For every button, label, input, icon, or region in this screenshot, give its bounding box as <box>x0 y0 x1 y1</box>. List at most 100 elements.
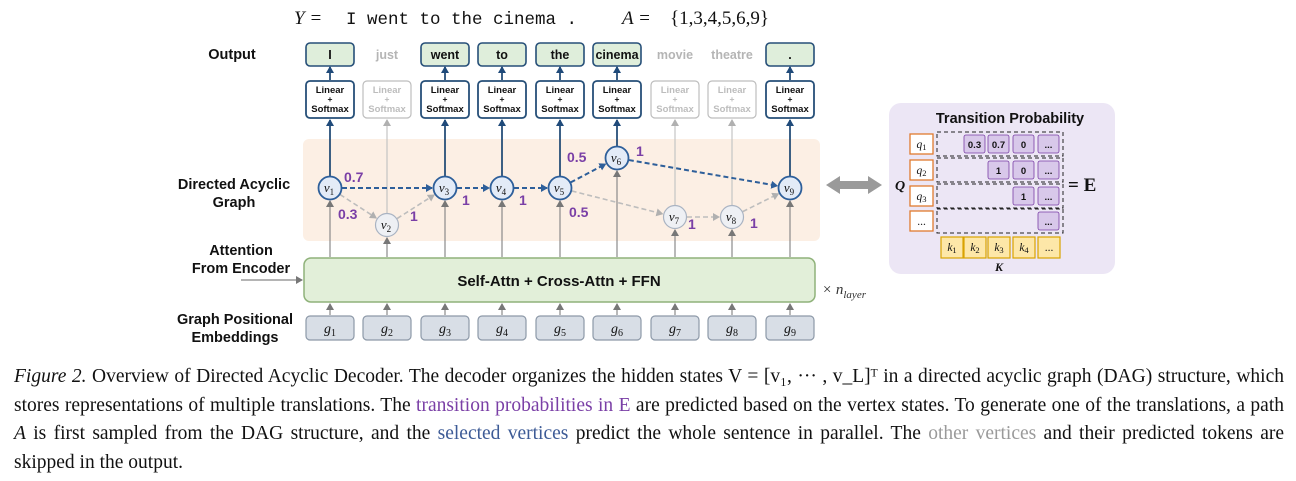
positional-embedding-box <box>362 315 412 341</box>
vertex-circle <box>604 145 630 171</box>
matrix-value: 1 <box>996 166 1002 177</box>
vertex-circle <box>547 175 573 201</box>
caption-gray-text: other vertices <box>928 423 1037 445</box>
vertex-circle <box>662 204 688 230</box>
matrix-cell <box>1012 134 1035 154</box>
vertex-v9: v9 <box>777 175 803 201</box>
query-symbol: q <box>917 139 923 151</box>
query-cell <box>909 185 934 207</box>
query-label: q1 <box>917 139 927 152</box>
figure-caption: Figure 2. Overview of Directed Acyclic D… <box>14 363 1284 477</box>
key-cell <box>987 236 1011 259</box>
vertex-symbol: v <box>554 180 560 195</box>
positional-embedding-symbol: g <box>669 322 676 337</box>
softmax-line1: Linear <box>488 85 517 96</box>
softmax-box <box>305 80 355 119</box>
matrix-cell <box>1037 211 1060 231</box>
positional-embedding-subscript: 7 <box>676 328 681 339</box>
positional-embedding-box <box>592 315 642 341</box>
vertex-circle <box>719 204 745 230</box>
equals-e: = E <box>1068 175 1096 196</box>
softmax-box <box>420 80 470 119</box>
dag-label-line1: Directed Acyclic <box>178 177 290 193</box>
vertex-v4: v4 <box>489 175 515 201</box>
key-cell <box>940 236 964 259</box>
layers-subscript: layer <box>843 289 866 301</box>
vertex-subscript: 3 <box>445 187 450 197</box>
softmax-line2: + <box>500 94 505 104</box>
query-cell <box>909 159 934 181</box>
softmax-box <box>765 80 815 119</box>
vertex-label: v1 <box>324 180 334 197</box>
output-token: the <box>551 48 570 62</box>
edge-v6-v9 <box>628 159 779 189</box>
key-symbol: k <box>947 242 953 254</box>
softmax-line3: Softmax <box>483 104 521 115</box>
edge-labels: 0.7 0.3 1 1 1 0.5 0.5 1 1 1 <box>338 143 758 232</box>
softmax-line2: + <box>443 94 448 104</box>
header-line: Y = I went to the cinema . A = {1,3,4,5,… <box>294 8 769 30</box>
attention-label-line1: Attention <box>209 243 273 259</box>
softmax-line2: + <box>328 94 333 104</box>
a-label: A = <box>620 8 651 29</box>
edge-v1-v2 <box>339 193 377 219</box>
matrix-cell <box>987 134 1010 154</box>
query-subscript: 1 <box>922 142 926 152</box>
edge-label-v6-v9: 1 <box>636 143 644 159</box>
positional-embedding-label: g3 <box>439 322 451 339</box>
positional-embedding-box <box>765 315 815 341</box>
matrix-cell <box>1037 186 1060 206</box>
softmax-line1: Linear <box>316 85 345 96</box>
vertex-symbol: v <box>496 180 502 195</box>
vertex-subscript: 2 <box>387 224 392 234</box>
k-label: K <box>994 260 1004 274</box>
vertex-v5: v5 <box>547 175 573 201</box>
positional-embedding-subscript: 8 <box>733 328 738 339</box>
transformer-label: Self-Attn + Cross-Attn + FFN <box>457 273 660 290</box>
query-subscript: 2 <box>922 168 926 178</box>
query-label: q3 <box>917 191 927 204</box>
vertex-symbol: v <box>726 209 732 224</box>
y-sentence: I went to the cinema . <box>346 10 577 30</box>
key-symbol: k <box>1019 242 1025 254</box>
vertex-symbol: v <box>324 180 330 195</box>
softmax-line2: + <box>788 94 793 104</box>
positional-embedding-box <box>477 315 527 341</box>
transformer-block <box>303 257 816 303</box>
positional-embedding-symbol: g <box>381 322 388 337</box>
matrix-cell <box>963 134 986 154</box>
layers-label: × nlayer <box>822 282 867 301</box>
key-subscript: 4 <box>1024 245 1029 255</box>
key-cell <box>1012 236 1036 259</box>
softmax-line1: Linear <box>718 85 747 96</box>
edge-label-v7-v8: 1 <box>688 216 696 232</box>
vertex-subscript: 8 <box>732 216 737 226</box>
positional-embedding-label: g4 <box>496 322 508 339</box>
edge-label-v5-v7: 0.5 <box>569 204 589 220</box>
positional-embedding-subscript: 4 <box>503 328 508 339</box>
double-arrow-icon <box>826 176 882 194</box>
dag-edges <box>339 159 780 221</box>
edge-label-v8-v9: 1 <box>750 215 758 231</box>
edge-v2-v3 <box>396 194 435 220</box>
edge-label-v2-v3: 1 <box>410 208 418 224</box>
key-label: k2 <box>970 242 979 255</box>
matrix-value: ... <box>1045 192 1053 203</box>
vertex-v7: v7 <box>662 204 688 230</box>
gpe-label-line1: Graph Positional <box>177 312 293 328</box>
edge-label-v1-v2: 0.3 <box>338 206 358 222</box>
matrix-value: 0.3 <box>968 140 981 151</box>
row-labels: Output Directed Acyclic Graph Attention … <box>177 47 293 346</box>
matrix-value: 0 <box>1021 140 1026 151</box>
matrix-cell <box>987 160 1010 180</box>
vertex-label: v5 <box>554 180 565 197</box>
edge-v5-v6 <box>570 163 607 184</box>
softmax-line2: + <box>558 94 563 104</box>
output-token: I <box>328 48 331 62</box>
positional-embedding-symbol: g <box>554 322 561 337</box>
